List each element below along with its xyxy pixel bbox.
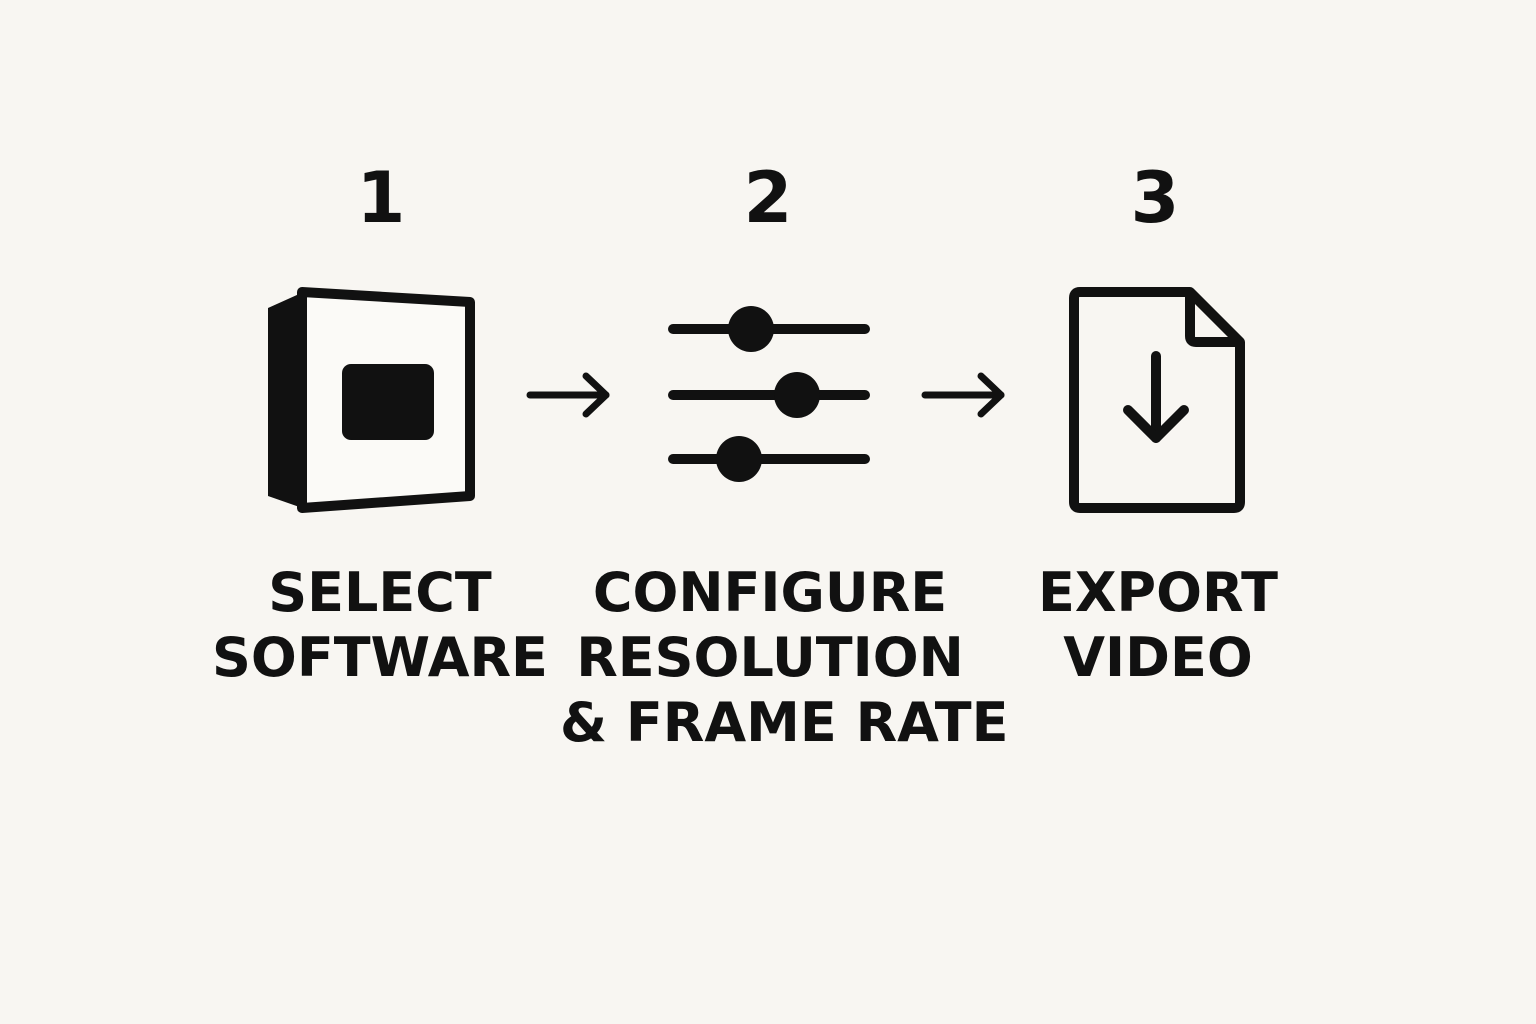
step-3-label: EXPORT VIDEO	[948, 560, 1368, 690]
arrow-right-icon	[526, 370, 616, 420]
sliders-icon	[665, 305, 875, 485]
step-3-number: 3	[1130, 157, 1180, 239]
step-3-label-line-2: VIDEO	[1063, 626, 1253, 689]
step-1-number: 1	[356, 157, 406, 239]
step-1-label-line-2: SOFTWARE	[212, 626, 548, 689]
step-1-label-line-1: SELECT	[268, 561, 492, 624]
step-2-label-line-1: CONFIGURE	[592, 561, 948, 624]
step-2-label: CONFIGURE RESOLUTION & FRAME RATE	[560, 560, 1009, 755]
software-window-icon	[262, 284, 477, 514]
step-2-number: 2	[743, 157, 793, 239]
step-3-label-line-1: EXPORT	[1038, 561, 1278, 624]
step-1-label: SELECT SOFTWARE	[170, 560, 590, 690]
step-2-label-line-3: & FRAME RATE	[560, 691, 1009, 754]
file-download-icon	[1066, 284, 1251, 516]
step-2-label-line-2: RESOLUTION	[576, 626, 964, 689]
arrow-right-icon	[921, 370, 1011, 420]
